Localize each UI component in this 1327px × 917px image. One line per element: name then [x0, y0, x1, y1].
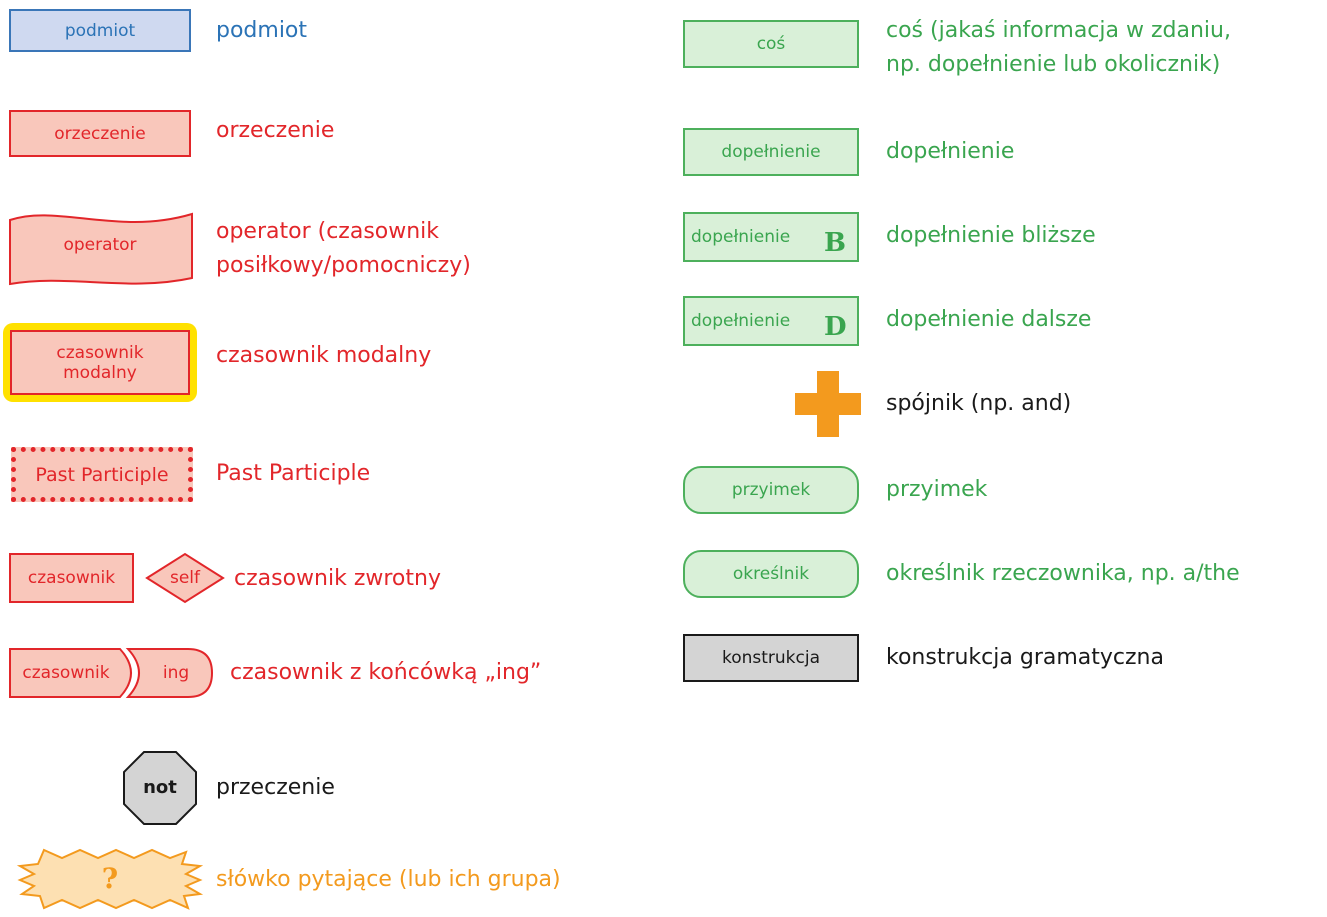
preposition-label: przyimek: [886, 477, 988, 502]
reflexive-verb-box: czasownik: [9, 553, 134, 603]
ing-verb-box: czasownik: [22, 663, 110, 683]
operator-shape: [9, 212, 193, 286]
negation-label: przeczenie: [216, 775, 335, 800]
construction-box: konstrukcja: [683, 634, 859, 682]
self-label: self: [169, 568, 201, 588]
direct-object-label: dopełnienie bliższe: [886, 223, 1096, 248]
direct-object-box: dopełnienie: [683, 212, 859, 262]
question-starburst: [16, 848, 204, 910]
indirect-object-letter: D: [824, 312, 847, 342]
question-label: słówko pytające (lub ich grupa): [216, 867, 561, 892]
conjunction-label: spójnik (np. and): [886, 391, 1072, 416]
indirect-object-box: dopełnienie: [683, 296, 859, 346]
operator-label-line2: posiłkowy/pomocniczy): [216, 253, 471, 278]
plus-icon: [795, 371, 861, 437]
determiner-box: określnik: [683, 550, 859, 598]
subject-box: podmiot: [9, 9, 191, 52]
modal-box-line1: czasownik: [56, 342, 144, 363]
subject-label: podmiot: [216, 18, 308, 43]
indirect-object-label: dopełnienie dalsze: [886, 307, 1092, 332]
preposition-box: przyimek: [683, 466, 859, 514]
predicate-box: orzeczenie: [9, 110, 191, 157]
past-participle-box: Past Participle: [11, 447, 193, 502]
modal-box: czasownik modalny: [10, 330, 190, 395]
something-label-line2: np. dopełnienie lub okolicznik): [886, 52, 1221, 77]
determiner-label: określnik rzeczownika, np. a/the: [886, 561, 1240, 586]
predicate-label: orzeczenie: [216, 118, 335, 143]
modal-label: czasownik modalny: [216, 343, 432, 368]
operator-label-line1: operator (czasownik: [216, 219, 440, 244]
reflexive-label: czasownik zwrotny: [234, 566, 441, 591]
ing-suffix-box: ing: [162, 663, 190, 683]
ing-verb-shape: [9, 648, 214, 698]
construction-label: konstrukcja gramatyczna: [886, 645, 1164, 670]
modal-box-line2: modalny: [63, 362, 137, 383]
not-label: not: [143, 777, 177, 798]
direct-object-letter: B: [824, 228, 846, 258]
object-box: dopełnienie: [683, 128, 859, 176]
object-label: dopełnienie: [886, 139, 1015, 164]
question-mark: ?: [101, 862, 119, 895]
not-octagon: [123, 751, 197, 825]
operator-box: operator: [63, 235, 137, 255]
self-diamond: [145, 552, 225, 604]
something-box: coś: [683, 20, 859, 68]
something-label-line1: coś (jakaś informacja w zdaniu,: [886, 18, 1231, 43]
ing-verb-label: czasownik z końcówką „ing”: [230, 660, 542, 685]
past-participle-label: Past Participle: [216, 461, 371, 486]
